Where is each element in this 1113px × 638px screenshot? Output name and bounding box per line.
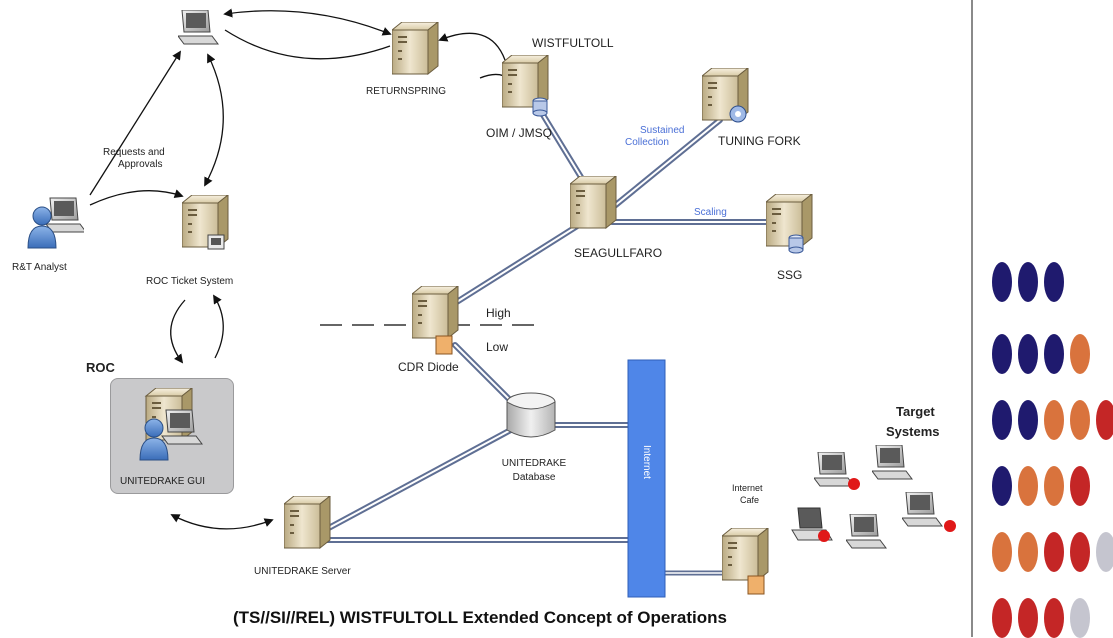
side-dot — [1070, 598, 1090, 638]
oim-server-icon[interactable] — [502, 55, 562, 125]
target-pc-icon-1[interactable] — [814, 452, 864, 498]
oim-label: OIM / JMSQ — [486, 126, 552, 140]
internet-cafe-icon[interactable] — [722, 528, 780, 600]
side-dot — [1018, 400, 1038, 440]
sustained-label-2: Collection — [625, 137, 669, 148]
roc-label: ROC — [86, 360, 115, 375]
target-laptop-icon[interactable] — [790, 506, 838, 550]
database-label-2: Database — [512, 472, 556, 483]
roc-gui-icon[interactable] — [138, 388, 208, 468]
side-dot — [1070, 466, 1090, 506]
returnspring-label: RETURNSPRING — [366, 86, 447, 97]
roc-ticket-server-icon[interactable] — [182, 195, 240, 265]
side-dot — [1070, 400, 1090, 440]
requests-label-2: Approvals — [118, 159, 163, 170]
target-pc-icon-2[interactable] — [872, 445, 918, 489]
ssg-label: SSG — [777, 268, 803, 282]
side-dot — [1018, 532, 1038, 572]
side-dot — [1018, 466, 1038, 506]
cafe-label-1: Internet — [732, 483, 763, 493]
network-links — [322, 107, 773, 576]
side-dot — [1044, 262, 1064, 302]
side-dot — [992, 466, 1012, 506]
requests-label-1: Requests and — [103, 147, 165, 158]
side-dot — [1044, 400, 1064, 440]
flow-arrows — [89, 8, 511, 530]
side-dot — [992, 598, 1012, 638]
database-icon[interactable] — [505, 392, 557, 444]
wistfultoll-label: WISTFULTOLL — [532, 36, 614, 50]
targets-label-1: Target — [896, 404, 935, 419]
roc-ticket-label: ROC Ticket System — [146, 276, 234, 287]
side-dot — [992, 262, 1012, 302]
seagullfaro-label: SEAGULLFARO — [574, 246, 663, 260]
sustained-label-1: Sustained — [640, 125, 685, 136]
cdr-diode-icon[interactable] — [412, 286, 470, 360]
analyst-label: R&T Analyst — [12, 262, 67, 273]
target-pc-icon-3[interactable] — [846, 514, 890, 558]
side-dot — [1044, 466, 1064, 506]
analyst-icon[interactable] — [26, 196, 84, 252]
scaling-label: Scaling — [694, 207, 727, 218]
side-dot — [1044, 532, 1064, 572]
side-dot — [1096, 532, 1113, 572]
cdr-diode-label: CDR Diode — [398, 360, 459, 374]
analyst-pc-icon[interactable] — [178, 10, 222, 50]
ssg-server-icon[interactable] — [766, 194, 826, 264]
low-label: Low — [486, 340, 509, 354]
side-dot — [1070, 334, 1090, 374]
tuning-fork-label: TUNING FORK — [718, 134, 801, 148]
side-dot — [1018, 262, 1038, 302]
side-dot — [992, 334, 1012, 374]
targets-label-2: Systems — [886, 424, 940, 439]
server-label: UNITEDRAKE Server — [254, 566, 351, 577]
diagram-caption: (TS//SI//REL) WISTFULTOLL Extended Conce… — [233, 608, 727, 627]
cafe-label-2: Cafe — [740, 495, 760, 505]
seagullfaro-server-icon[interactable] — [570, 176, 618, 232]
side-dot — [1018, 598, 1038, 638]
panel-divider — [971, 0, 973, 637]
target-pc-icon-4[interactable] — [902, 492, 962, 542]
side-dot — [1018, 334, 1038, 374]
high-label: High — [486, 306, 511, 320]
side-dot — [992, 400, 1012, 440]
side-dot — [1044, 598, 1064, 638]
side-dot — [1096, 400, 1113, 440]
internet-bar — [627, 359, 666, 598]
database-label-1: UNITEDRAKE — [501, 458, 567, 469]
returnspring-server-icon[interactable] — [392, 22, 440, 78]
side-dot — [992, 532, 1012, 572]
side-dot — [1070, 532, 1090, 572]
side-dot — [1044, 334, 1064, 374]
unitedrake-server-icon[interactable] — [284, 496, 332, 552]
tuning-fork-server-icon[interactable] — [702, 68, 762, 138]
roc-gui-label: UNITEDRAKE GUI — [120, 476, 206, 487]
